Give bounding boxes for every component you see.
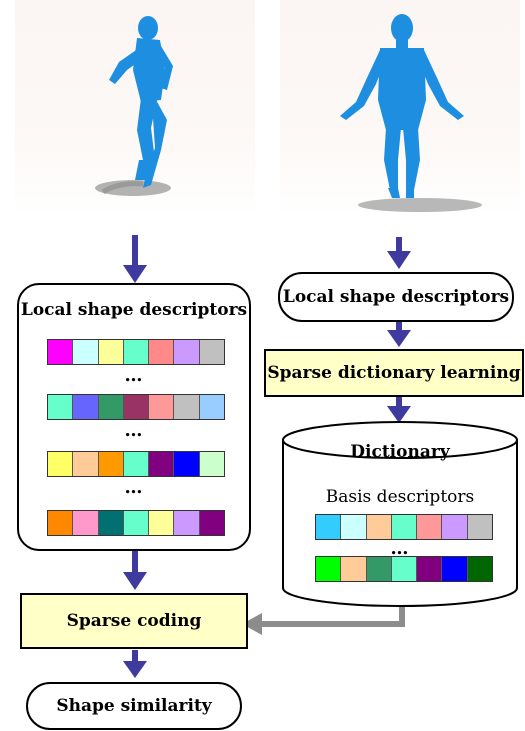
descriptor-cell [123, 511, 150, 535]
descriptor-cell [174, 452, 200, 476]
arrow-coding-to-similarity [123, 650, 147, 678]
descriptor-cell [98, 395, 124, 419]
descriptor-cell [366, 515, 392, 539]
descriptor-cell [417, 515, 443, 539]
descriptor-cell [73, 511, 99, 535]
descriptor-cell [199, 395, 224, 419]
arrow-learning-to-dictionary [387, 397, 411, 423]
descriptor-cell [467, 515, 492, 539]
left-descriptor-strip-2 [47, 394, 225, 420]
descriptor-cell [199, 511, 224, 535]
arrow-descriptors-to-coding [123, 550, 147, 590]
descriptor-cell [73, 395, 99, 419]
basis-ellipsis: … [390, 538, 410, 559]
left-figure-photo [15, 0, 255, 215]
descriptor-cell [73, 452, 99, 476]
descriptor-cell [316, 515, 342, 539]
descriptor-cell [467, 557, 492, 581]
arrow-left-figure-to-descriptors [123, 235, 147, 283]
descriptor-cell [73, 340, 99, 364]
left-ellipsis-1: … [124, 365, 144, 386]
descriptor-cell [48, 395, 74, 419]
descriptor-cell [98, 452, 124, 476]
descriptor-cell [366, 557, 392, 581]
descriptor-cell [98, 340, 124, 364]
left-panel-title: Local shape descriptors [20, 300, 248, 320]
descriptor-cell [123, 452, 150, 476]
arrow-dictionary-to-coding [242, 600, 405, 635]
descriptor-cell [149, 511, 175, 535]
descriptor-cell [123, 340, 150, 364]
basis-strip-1 [315, 514, 493, 540]
basis-descriptors-label: Basis descriptors [325, 487, 475, 507]
descriptor-cell [199, 452, 224, 476]
left-descriptor-strip-1 [47, 339, 225, 365]
left-descriptor-strip-3 [47, 451, 225, 477]
descriptor-cell [442, 557, 468, 581]
descriptor-cell [417, 557, 443, 581]
descriptor-cell [98, 511, 124, 535]
standing-human-figure [340, 14, 482, 212]
descriptor-cell [199, 340, 224, 364]
descriptor-cell [174, 511, 200, 535]
descriptor-cell [48, 452, 74, 476]
running-human-figure [95, 16, 173, 196]
descriptor-cell [174, 340, 200, 364]
descriptor-cell [149, 452, 175, 476]
left-descriptor-strip-4 [47, 510, 225, 536]
descriptor-cell [341, 515, 367, 539]
right-descriptors-pill: Local shape descriptors [278, 272, 514, 322]
sparse-coding-box: Sparse coding [20, 593, 248, 649]
descriptor-cell [391, 557, 418, 581]
left-ellipsis-3: … [124, 477, 144, 498]
sparse-dictionary-learning-box: Sparse dictionary learning [264, 349, 524, 397]
descriptor-cell [391, 515, 418, 539]
shape-similarity-pill: Shape similarity [26, 682, 242, 730]
dictionary-title: Dictionary [350, 442, 450, 462]
descriptor-cell [149, 340, 175, 364]
left-ellipsis-2: … [124, 420, 144, 441]
descriptor-cell [149, 395, 175, 419]
basis-strip-2 [315, 556, 493, 582]
descriptor-cell [123, 395, 150, 419]
descriptor-cell [442, 515, 468, 539]
descriptor-cell [341, 557, 367, 581]
arrow-descriptors-to-learning [387, 321, 411, 347]
descriptor-cell [48, 511, 74, 535]
descriptor-cell [174, 395, 200, 419]
descriptor-cell [48, 340, 74, 364]
arrow-right-figure-to-descriptors [387, 237, 411, 269]
descriptor-cell [316, 557, 342, 581]
